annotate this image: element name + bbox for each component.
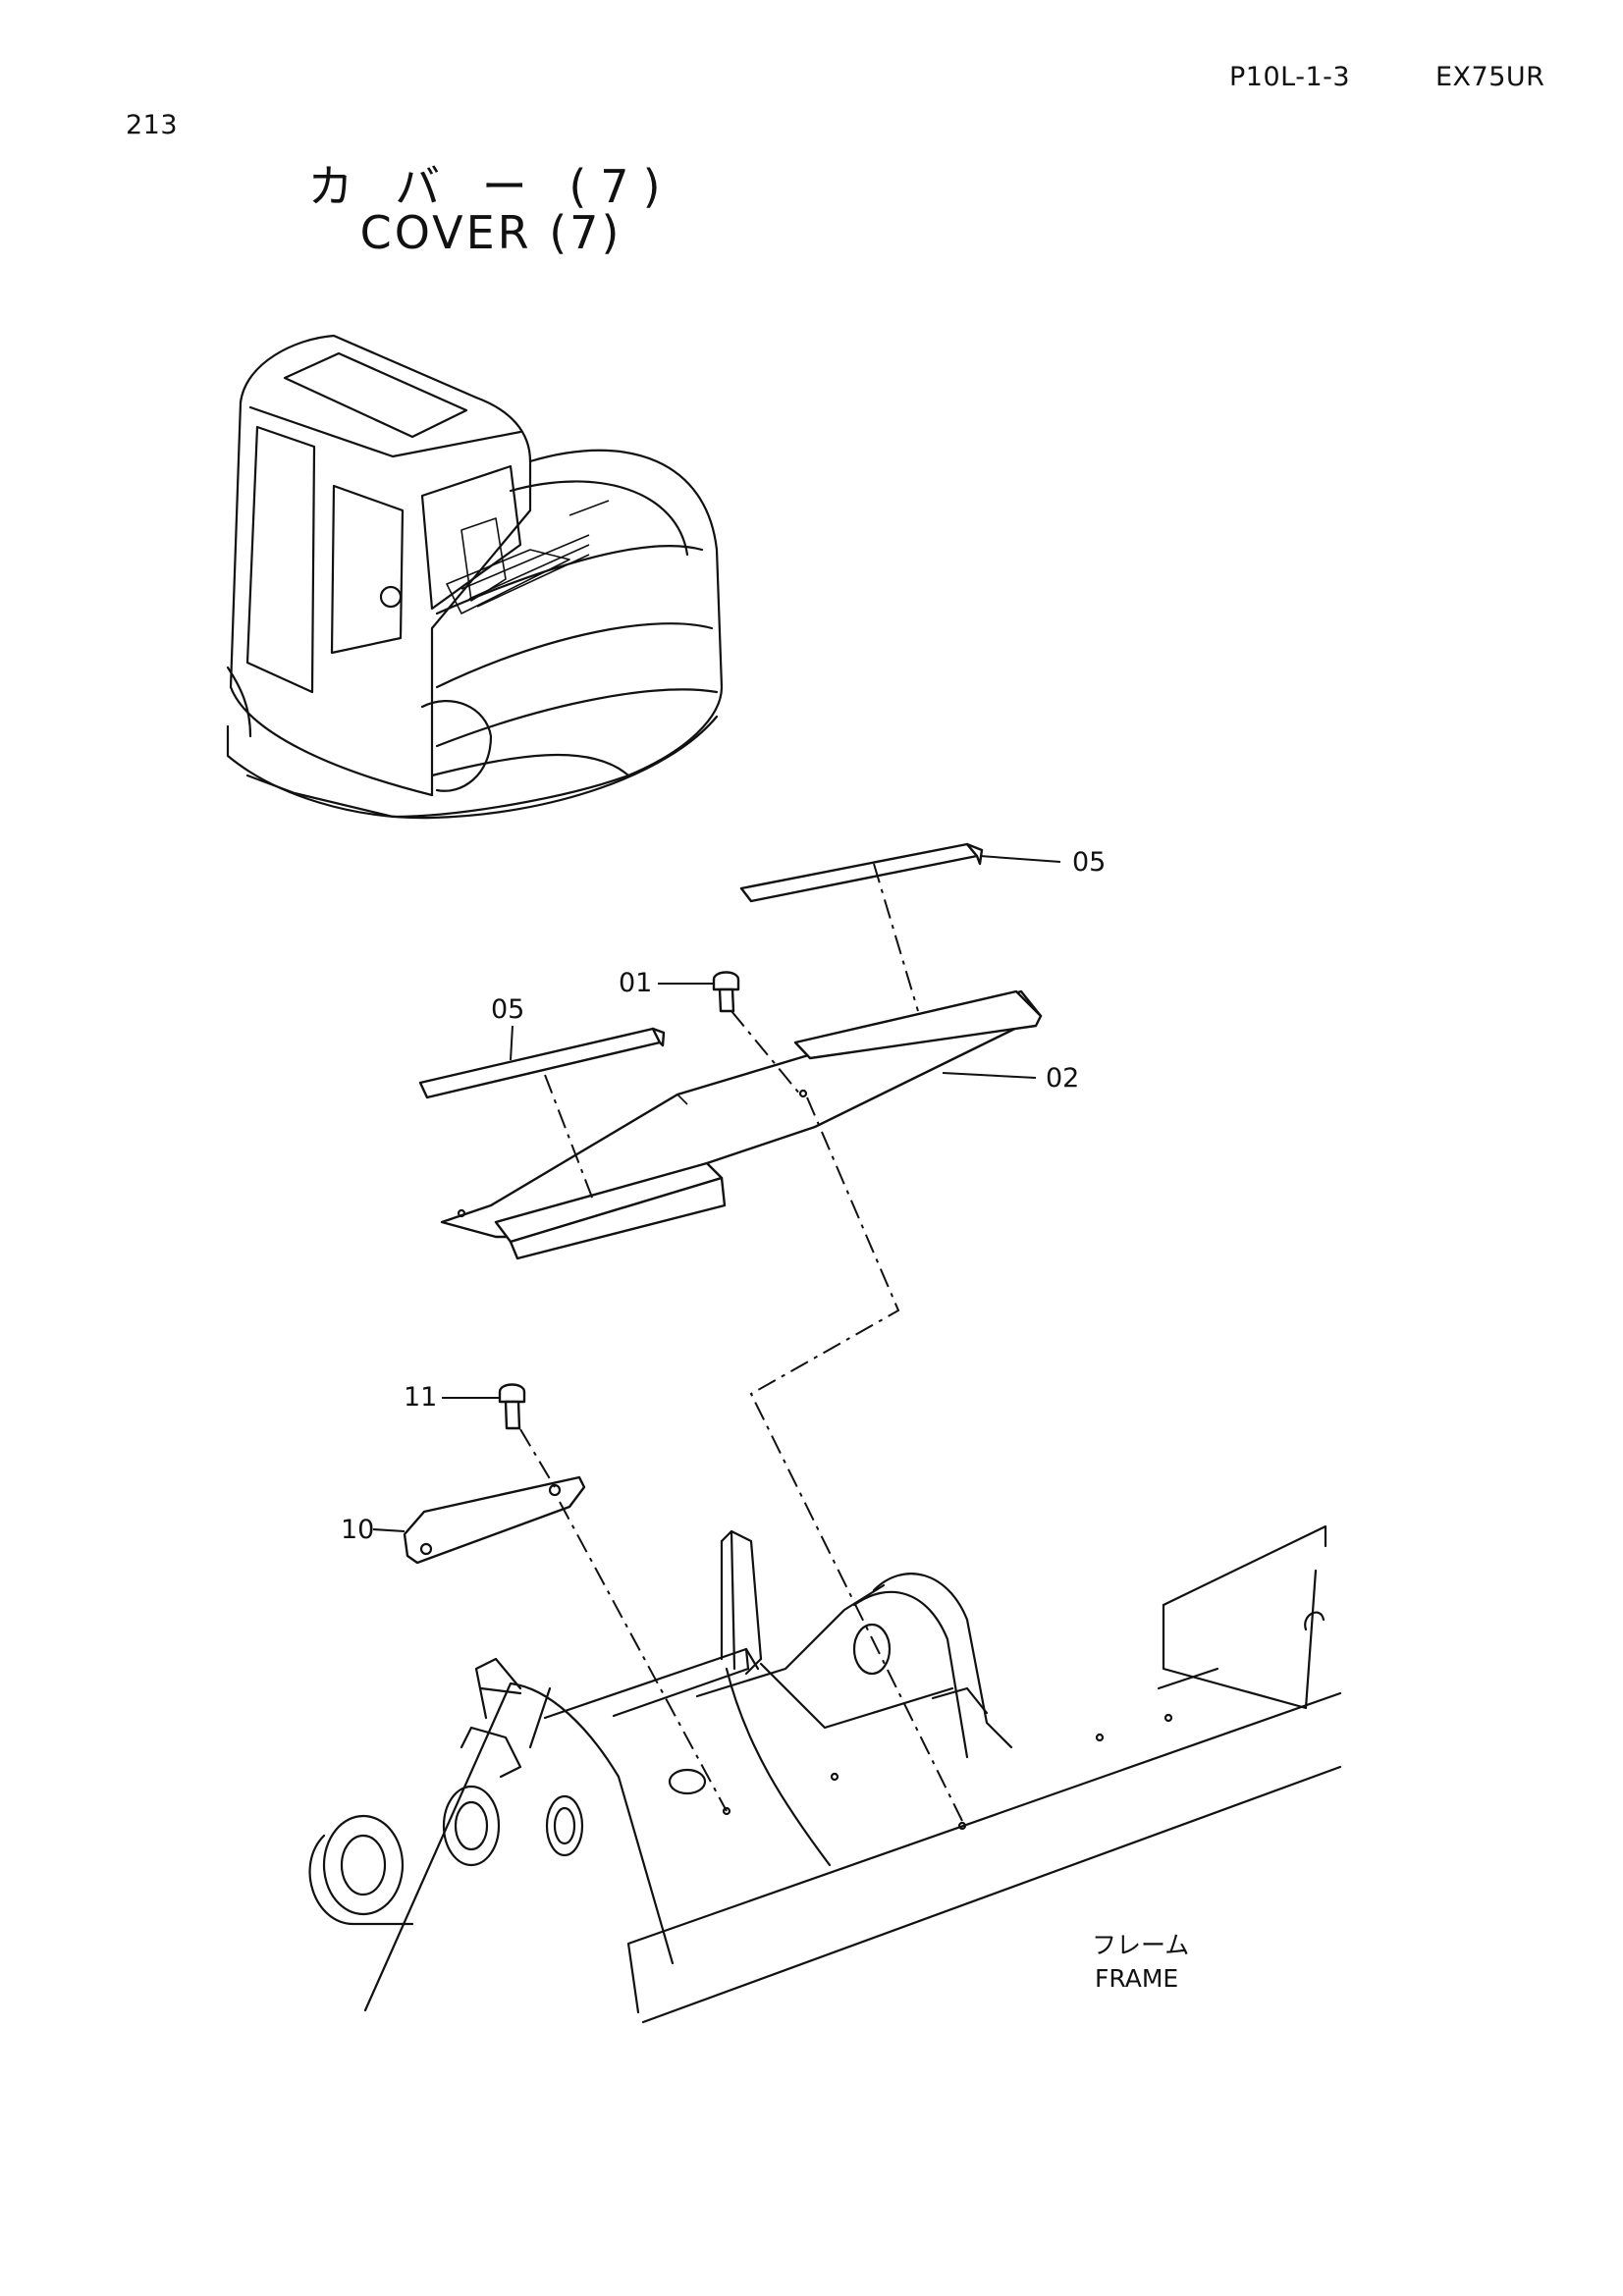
- page-number: 213: [126, 110, 179, 140]
- frame-label-english: FRAME: [1095, 1964, 1178, 1993]
- callout-11: 11: [404, 1382, 437, 1413]
- assembly-lines: [519, 863, 963, 1822]
- callout-01: 01: [619, 968, 652, 998]
- frame-structure: [308, 1524, 1342, 2024]
- part-11-bolt: [442, 1383, 526, 1430]
- model-code: EX75UR: [1435, 62, 1545, 92]
- part-05-left: [418, 1025, 666, 1099]
- part-10-plate: [372, 1475, 586, 1565]
- title-japanese: カ バ ー (7): [307, 160, 675, 213]
- callout-05-left: 05: [491, 994, 524, 1025]
- callout-05-top: 05: [1072, 847, 1106, 878]
- part-05-top: [739, 842, 1061, 903]
- part-02-cover-plate: [440, 989, 1043, 1260]
- callout-10: 10: [341, 1515, 374, 1545]
- title-english: COVER (7): [359, 206, 622, 259]
- part-01-bolt: [658, 971, 740, 1013]
- excavator-overview: [226, 334, 724, 820]
- callout-02: 02: [1046, 1063, 1079, 1094]
- part-code: P10L-1-3: [1229, 62, 1351, 92]
- frame-label-japanese: フレーム: [1092, 1931, 1189, 1959]
